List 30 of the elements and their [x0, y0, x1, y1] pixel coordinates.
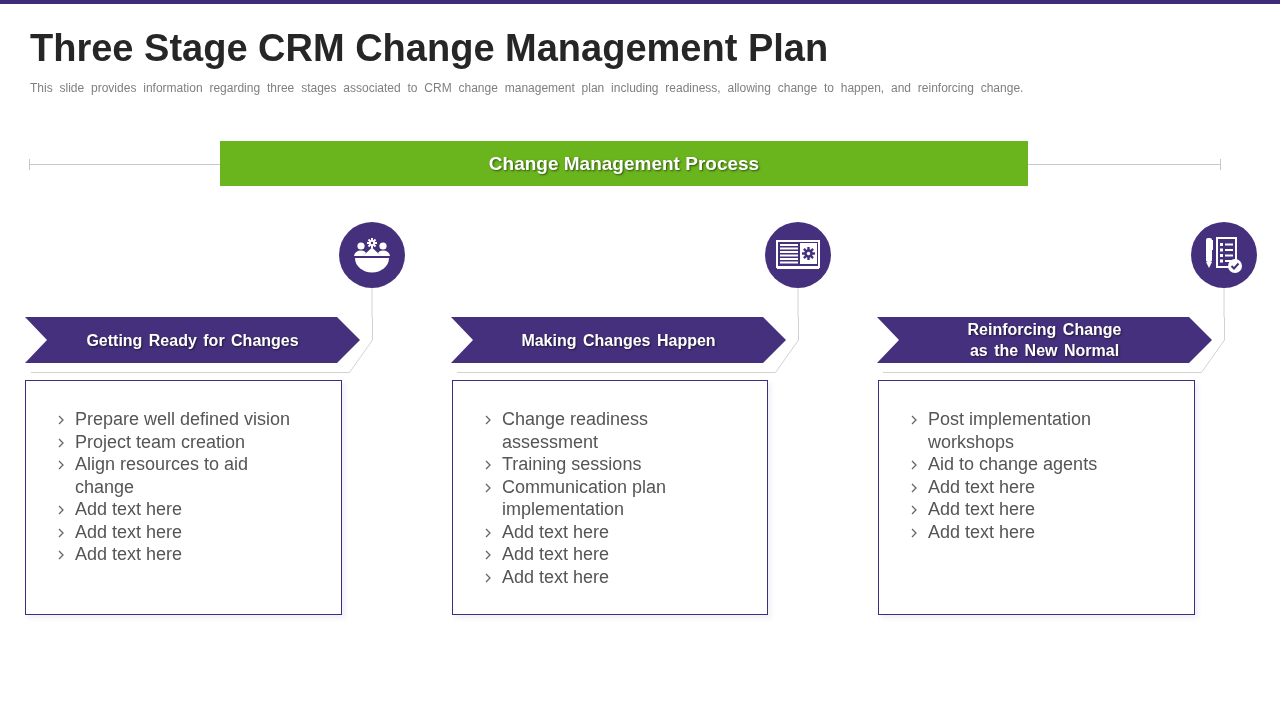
bullet-list-panel [452, 380, 768, 615]
stage-title: Reinforcing Change as the New Normal [966, 320, 1123, 361]
slide-description: This slide provides information regarding three stages associated to CRM change management plan including readiness, allowing change to happen, and reinforcing change. [30, 81, 1024, 95]
slide-title: Three Stage CRM Change Management Plan [30, 26, 829, 70]
bullet-list-panel [878, 380, 1195, 615]
list-item-text: Add text here [75, 498, 183, 521]
list-item-text: Communication plan implementation [502, 475, 668, 521]
stage-chevron [25, 317, 373, 373]
list-item-text: Align resources to aid change [75, 453, 250, 498]
stage-chevron [877, 317, 1225, 373]
list-item-text: Training sessions [502, 453, 642, 476]
list-item-text: Add text here [502, 520, 610, 543]
list-item-text: Add text here [502, 565, 610, 588]
banner-title: Change Management Process [488, 152, 760, 175]
list-item-text: Change readiness assessment [502, 408, 650, 453]
list-item-text: Project team creation [75, 430, 246, 453]
list-item-text: Add text here [75, 520, 183, 543]
list-item-text: Add text here [75, 543, 183, 566]
stage-chevron [451, 317, 799, 373]
bullet-list-panel [25, 380, 342, 615]
stage-title: Making Changes Happen [521, 330, 716, 351]
list-item-text: Add text here [928, 475, 1036, 498]
process-banner [220, 141, 1028, 186]
list-item-text: Prepare well defined vision [75, 408, 291, 431]
stage-title: Getting Ready for Changes [86, 330, 299, 351]
list-item-text: Aid to change agents [928, 453, 1098, 476]
list-item-text: Add text here [502, 543, 610, 566]
list-item-text: Post implementation workshops [928, 408, 1093, 453]
list-item-text: Add text here [928, 498, 1036, 521]
list-item-text: Add text here [928, 520, 1036, 543]
